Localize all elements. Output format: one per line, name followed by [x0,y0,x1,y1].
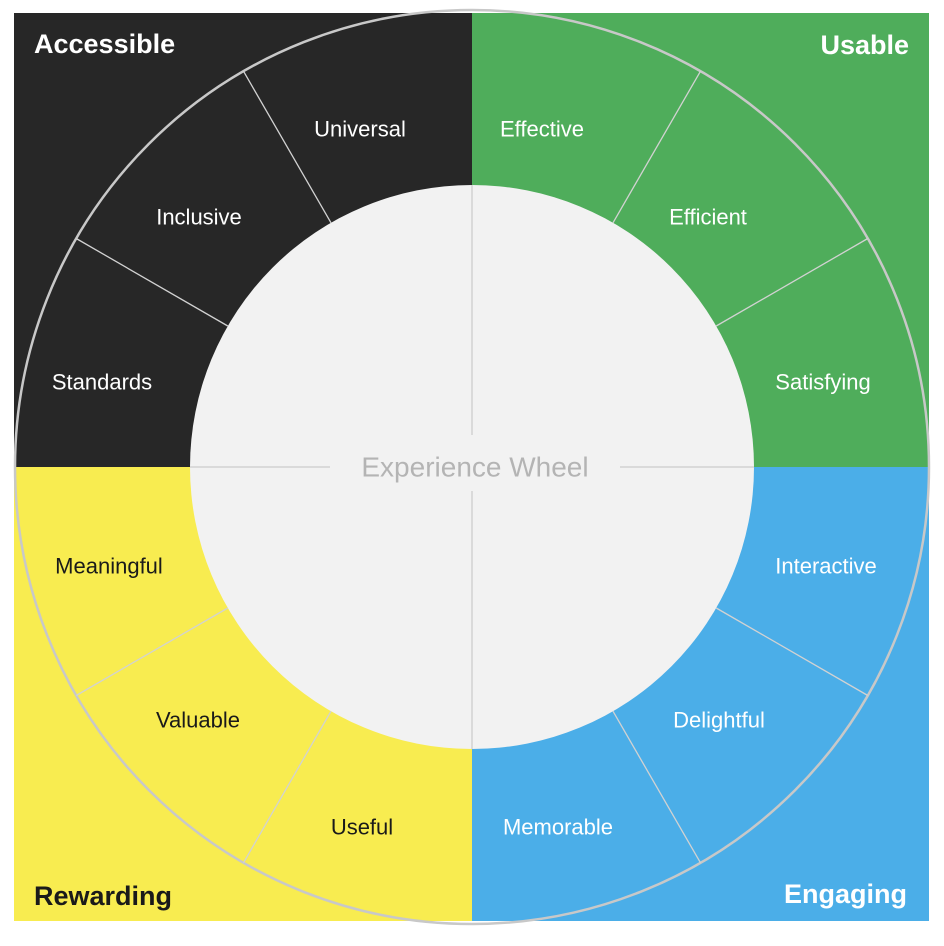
center-title: Experience Wheel [361,452,588,483]
quadrant-title-accessible: Accessible [34,29,175,59]
segment-label-inclusive: Inclusive [156,205,242,230]
center-disc [190,185,754,749]
segment-label-universal: Universal [314,117,406,142]
outer-ring [13,8,931,926]
segment-divider [75,237,229,327]
segment-label-standards: Standards [52,370,152,395]
segment-labels: Standards Inclusive Universal EffectiveEffi… [52,117,877,840]
segment-label-efficient: Efficient [669,205,747,230]
segment-divider [242,710,332,864]
quadrant-title-engaging: Engaging [784,879,907,909]
segment-divider [715,607,869,697]
segment-label-useful: Useful [331,815,393,840]
segment-divider [242,70,332,224]
center-circle: Experience Wheel [190,185,754,749]
segment-dividers [75,70,869,864]
segment-label-meaningful: Meaningful [55,554,163,579]
quadrant-title-usable: Usable [820,30,909,60]
segment-divider [75,607,229,697]
segment-label-interactive: Interactive [775,554,877,579]
segment-divider [612,70,702,224]
quadrant-title-rewarding: Rewarding [34,881,172,911]
segment-label-valuable: Valuable [156,708,240,733]
segment-label-memorable: Memorable [503,815,613,840]
segment-label-delightful: Delightful [673,708,765,733]
segment-divider [612,710,702,864]
segment-divider [715,237,869,327]
segment-label-satisfying: Satisfying [775,370,870,395]
segment-label-effective: Effective [500,117,584,142]
outer-ring-circle [13,8,931,926]
